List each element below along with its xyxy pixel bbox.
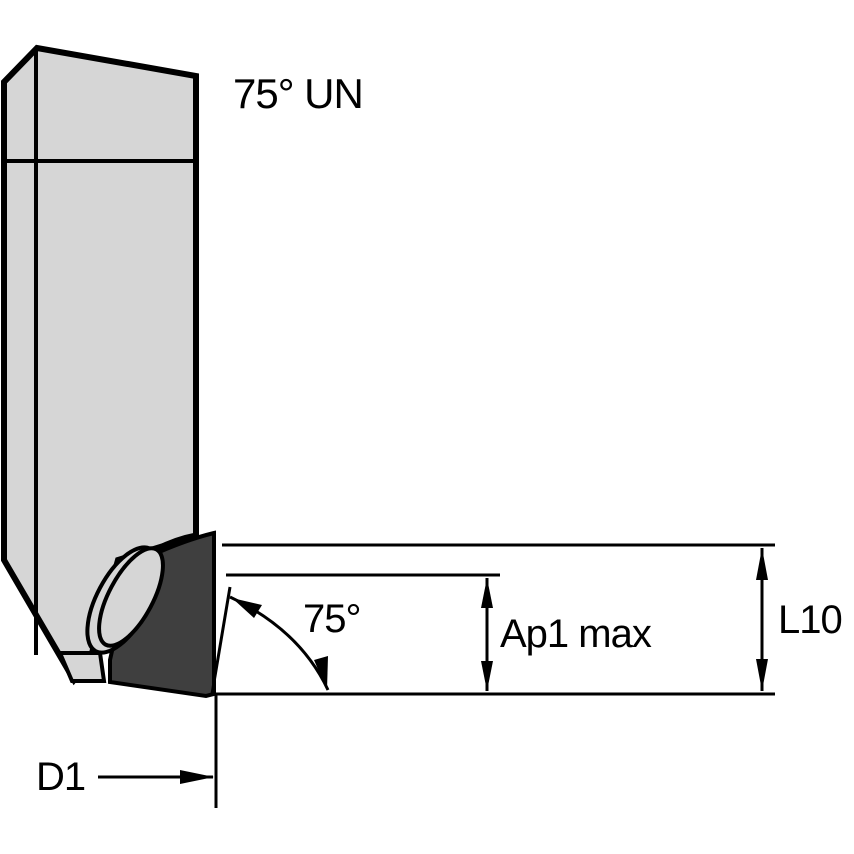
diameter-label: D1 xyxy=(36,755,86,799)
dimension-lines xyxy=(98,543,775,808)
depth-of-cut-label: Ap1 max xyxy=(500,612,652,656)
angle-label: 75° xyxy=(303,597,361,641)
length-label: L10 xyxy=(778,598,843,642)
tool-title: 75° UN xyxy=(233,70,364,117)
insert xyxy=(85,530,216,699)
